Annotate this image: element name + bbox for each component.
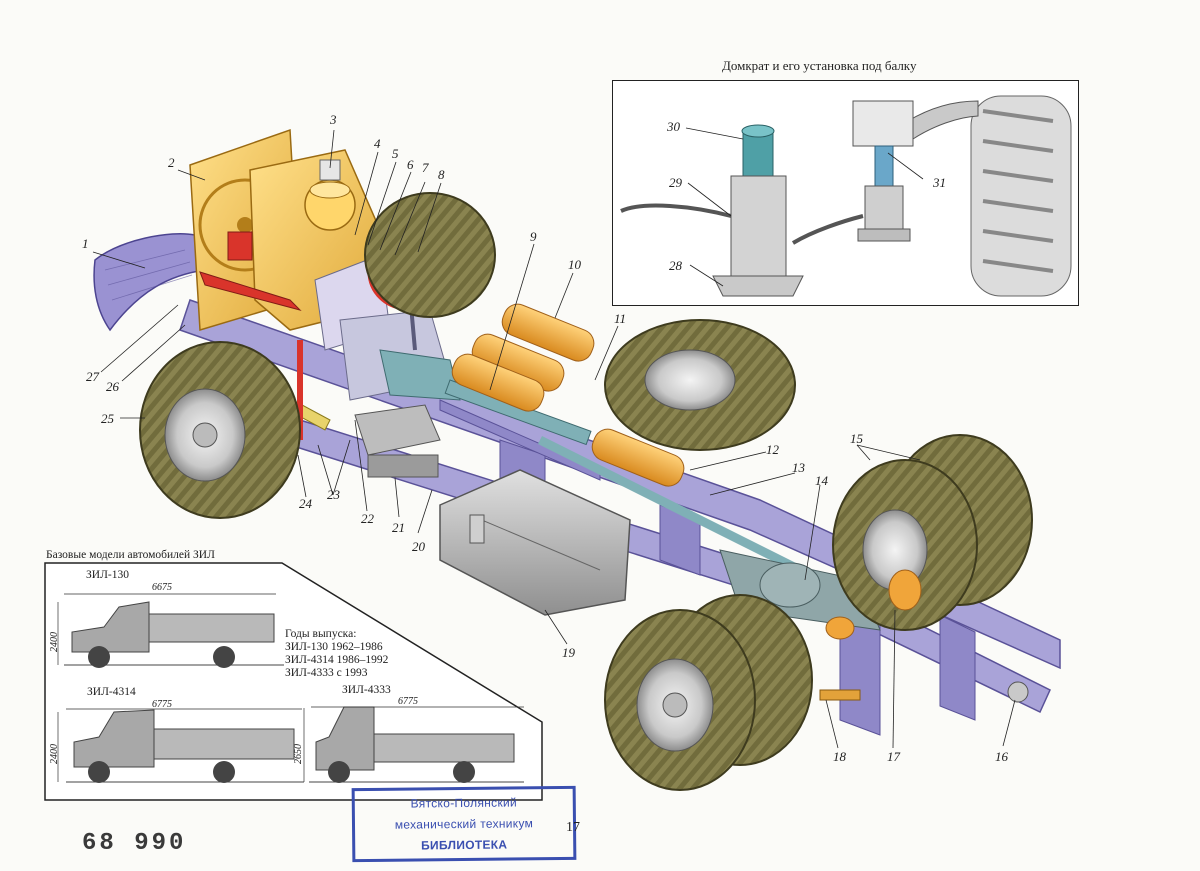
callout-30: 30 — [667, 119, 680, 134]
callout-9: 9 — [530, 229, 537, 244]
rear-left-wheels — [604, 594, 813, 791]
jack-illustration — [620, 95, 1072, 297]
callout-28: 28 — [669, 258, 682, 273]
stamp-line-1: Вятско-Полянский — [410, 795, 518, 811]
callout-17: 17 — [887, 749, 900, 764]
callout-19: 19 — [562, 645, 575, 660]
callout-27: 27 — [86, 369, 99, 384]
models-inset-title: Базовые модели автомобилей ЗИЛ — [46, 549, 215, 561]
jack-inset: 30 29 28 31 — [612, 80, 1079, 306]
zil-4333-length: 6775 — [398, 696, 418, 707]
callout-1: 1 — [82, 236, 89, 251]
callout-3: 3 — [330, 112, 337, 127]
callout-22: 22 — [361, 511, 374, 526]
callout-14: 14 — [815, 473, 828, 488]
callout-20: 20 — [412, 539, 425, 554]
callout-7: 7 — [422, 160, 429, 175]
callout-2: 2 — [168, 155, 175, 170]
callout-21: 21 — [392, 520, 405, 535]
library-stamp: Вятско-Полянский механический техникум Б… — [351, 785, 577, 863]
callout-16: 16 — [995, 749, 1008, 764]
years-line-1: ЗИЛ-130 1962–1986 — [285, 641, 383, 653]
callout-23: 23 — [327, 487, 340, 502]
zil-130-label: ЗИЛ-130 — [86, 569, 129, 581]
zil-4314-drawing — [66, 709, 304, 783]
callout-25: 25 — [101, 411, 114, 426]
zil-4333-label: ЗИЛ-4333 — [342, 684, 391, 696]
rear-right-wheels — [832, 434, 1033, 631]
callout-11: 11 — [614, 311, 627, 326]
front-left-wheel — [139, 341, 301, 519]
callout-13: 13 — [792, 460, 805, 475]
years-title: Годы выпуска: — [285, 628, 357, 640]
zil-130-length: 6675 — [152, 582, 172, 593]
callout-8: 8 — [438, 167, 445, 182]
zil-4333-height: 2650 — [293, 744, 304, 764]
front-right-wheel — [364, 192, 496, 318]
callout-18: 18 — [833, 749, 846, 764]
inventory-number: 68 990 — [82, 830, 187, 857]
spare-wheel — [604, 319, 796, 451]
models-inset — [44, 562, 543, 801]
years-line-2: ЗИЛ-4314 1986–1992 — [285, 654, 389, 666]
gearbox — [379, 349, 592, 446]
stamp-line-3: БИБЛИОТЕКА — [421, 837, 508, 853]
stamp-line-2: механический техникум — [394, 816, 534, 832]
leader-lines — [92, 129, 1016, 749]
callout-29: 29 — [669, 175, 682, 190]
battery — [354, 404, 441, 478]
zil-130-drawing — [64, 601, 284, 668]
production-years: Годы выпуска: ЗИЛ-130 1962–1986 ЗИЛ-4314… — [285, 628, 388, 680]
callout-15: 15 — [850, 431, 863, 446]
callout-6: 6 — [407, 157, 414, 172]
air-receivers — [451, 303, 685, 487]
callout-4: 4 — [374, 136, 381, 151]
zil-4314-label: ЗИЛ-4314 — [87, 686, 136, 698]
jack-inset-title: Домкрат и его установка под балку — [722, 58, 917, 73]
callout-5: 5 — [392, 146, 399, 161]
zil-4333-drawing — [309, 706, 524, 783]
zil-4314-length: 6775 — [152, 699, 172, 710]
propeller-shaft — [537, 435, 803, 575]
zil-4314-height: 2400 — [49, 744, 60, 764]
callout-24: 24 — [299, 496, 312, 511]
front-bumper — [93, 232, 206, 332]
callout-10: 10 — [568, 257, 581, 272]
callout-26: 26 — [106, 379, 119, 394]
zil-130-height: 2400 — [49, 632, 60, 652]
callout-12: 12 — [766, 442, 779, 457]
years-line-3: ЗИЛ-4333 с 1993 — [285, 667, 368, 679]
fuel-tank — [439, 469, 631, 616]
callout-31: 31 — [933, 175, 946, 190]
page-number: 17 — [566, 820, 580, 835]
rear-parts — [819, 569, 1029, 703]
